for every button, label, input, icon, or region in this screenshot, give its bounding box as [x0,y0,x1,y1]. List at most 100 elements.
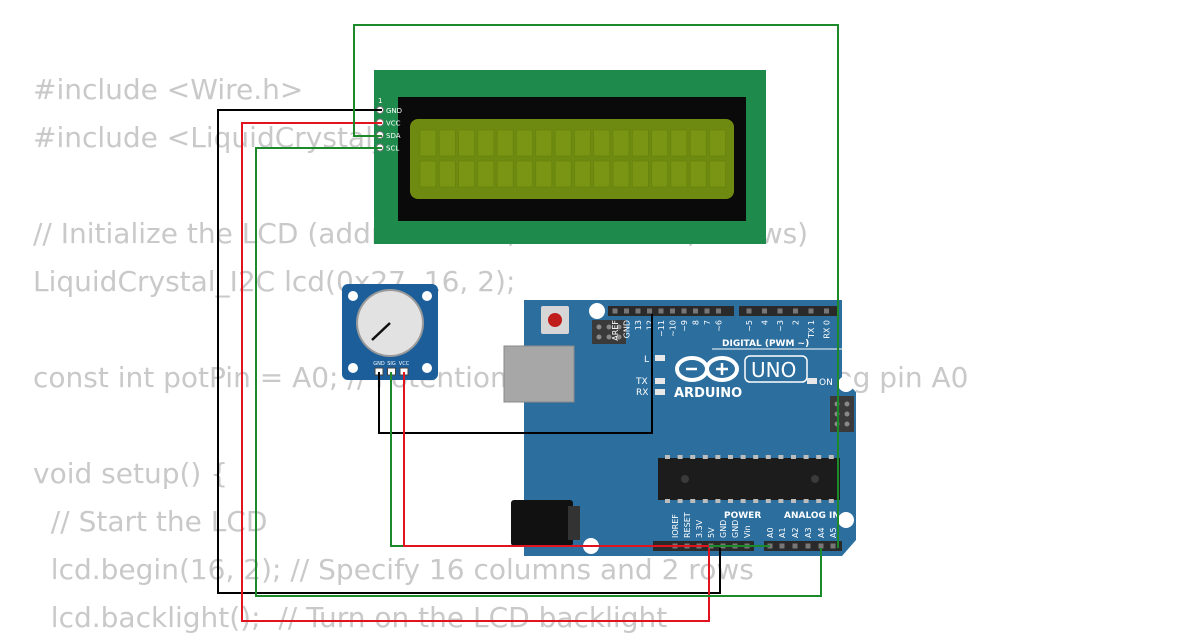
chip-pin [765,499,771,503]
chip-pin [677,499,683,503]
led-rx [655,389,665,395]
lcd-char-cell [496,129,514,157]
lcd-char-cell [516,160,533,188]
wire-lcd-gnd[interactable] [217,109,721,594]
chip-pin [715,455,721,459]
arduino-mount-hole-3 [838,512,854,528]
chip-pin [778,455,784,459]
led-tx [655,378,665,384]
header-pin[interactable] [808,308,814,314]
wire-lcd-scl[interactable] [255,147,822,597]
top-pin-label: 2 [792,320,801,325]
chip-pin [740,455,746,459]
header-pin[interactable] [746,308,752,314]
analog-pin[interactable] [779,543,785,549]
lcd-char-cell [438,160,456,188]
power-jack-back [568,506,580,540]
analog-pin-label: A5 [829,527,838,538]
analog-pin[interactable] [805,543,811,549]
power-pin-label: 3.3V [695,519,704,538]
chip-pin [753,499,759,503]
chip-pin [791,499,796,503]
led-l [655,355,665,361]
lcd-char-cell [554,129,572,157]
lcd-char-cell [419,160,437,188]
analog-in-label: ANALOG IN [784,511,840,521]
usb-connector [503,345,575,403]
code-line: #include <Wire.h> [33,73,304,106]
lcd-char-cell [574,129,591,157]
lcd-char-cell [438,129,456,157]
lcd-char-cell [458,160,475,188]
header-pin[interactable] [704,308,710,314]
header-pin[interactable] [824,308,829,314]
chip-pin [778,499,784,503]
power-pin-label: GND [719,520,728,538]
reset-button[interactable] [548,313,562,327]
header-pin[interactable] [635,308,641,314]
arduino-logo-icon [675,356,739,382]
chip-pin [728,455,733,459]
header-pin[interactable] [716,308,721,314]
lcd-char-cell [477,129,495,157]
analog-pin-label: A2 [791,527,800,538]
led-rx-label: RX [636,388,648,398]
wire-pot-gnd[interactable] [378,314,653,434]
uno-badge [744,355,808,383]
top-pin-label: ~5 [745,320,754,332]
analog-pin[interactable] [830,543,836,549]
chip-pin [728,499,733,503]
lcd-pin-label: GND [386,107,402,115]
chip-pin [828,499,834,503]
header-pin[interactable] [793,308,798,314]
chip-pin [828,455,834,459]
lcd-char-cell [631,129,649,157]
top-pin-label: 7 [703,320,712,325]
chip-pin [690,455,696,459]
lcd-char-cell [593,160,611,188]
chip-pin [702,455,708,459]
header-pin[interactable] [762,308,767,314]
header-pin[interactable] [693,308,698,314]
lcd-char-cell [631,160,649,188]
analog-pin[interactable] [792,543,798,549]
wire-pot-vcc[interactable] [403,372,709,547]
lcd-char-cell [458,129,475,157]
lcd-char-cell [709,160,726,188]
header-pin[interactable] [658,308,664,314]
power-pin-label: Vin [743,525,752,538]
lcd-char-cell [593,129,611,157]
pot-pin-label: VCC [399,361,410,367]
chip-dot-1 [681,475,689,483]
pot-pin-label: GND [373,361,385,367]
power-jack [511,500,573,546]
arduino-mount-hole-1 [589,303,605,319]
lcd-char-cell [612,160,630,188]
icsp-header-2 [830,396,854,432]
digital-pwm-label: DIGITAL (PWM ~) [722,339,809,349]
wire-lcd-sda[interactable] [353,24,839,548]
top-pin-label: 8 [692,320,701,325]
top-pin-label: ~9 [680,320,689,332]
header-pin[interactable] [647,308,652,314]
top-pin-label: 12 [646,320,655,330]
chip-pin [816,455,822,459]
lcd-char-grid [419,129,726,188]
chip-pin [803,499,809,503]
icsp-header-1 [592,320,626,344]
header-pin[interactable] [612,308,618,314]
header-pin[interactable] [624,308,629,314]
code-line: // Initialize the LCD (address 0x27, 16 … [33,217,809,250]
header-pin[interactable] [670,308,675,314]
analog-pin[interactable] [818,543,824,549]
power-pin-label: 5V [707,527,716,538]
top-pin-label: ~6 [715,320,724,332]
top-pin-label: 4 [761,320,770,325]
header-pin[interactable] [777,308,783,314]
header-pin[interactable] [681,308,687,314]
top-pin-label: GND [623,320,632,338]
lcd-char-cell [496,160,514,188]
